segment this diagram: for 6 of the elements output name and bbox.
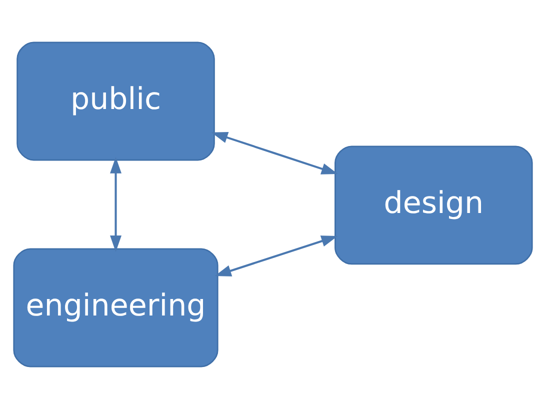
arrow: [214, 235, 338, 276]
arrow: [110, 156, 122, 252]
node-box: public: [16, 41, 215, 160]
node-box: engineering: [13, 248, 218, 367]
node-box: design: [334, 145, 533, 264]
arrow: [211, 132, 338, 174]
